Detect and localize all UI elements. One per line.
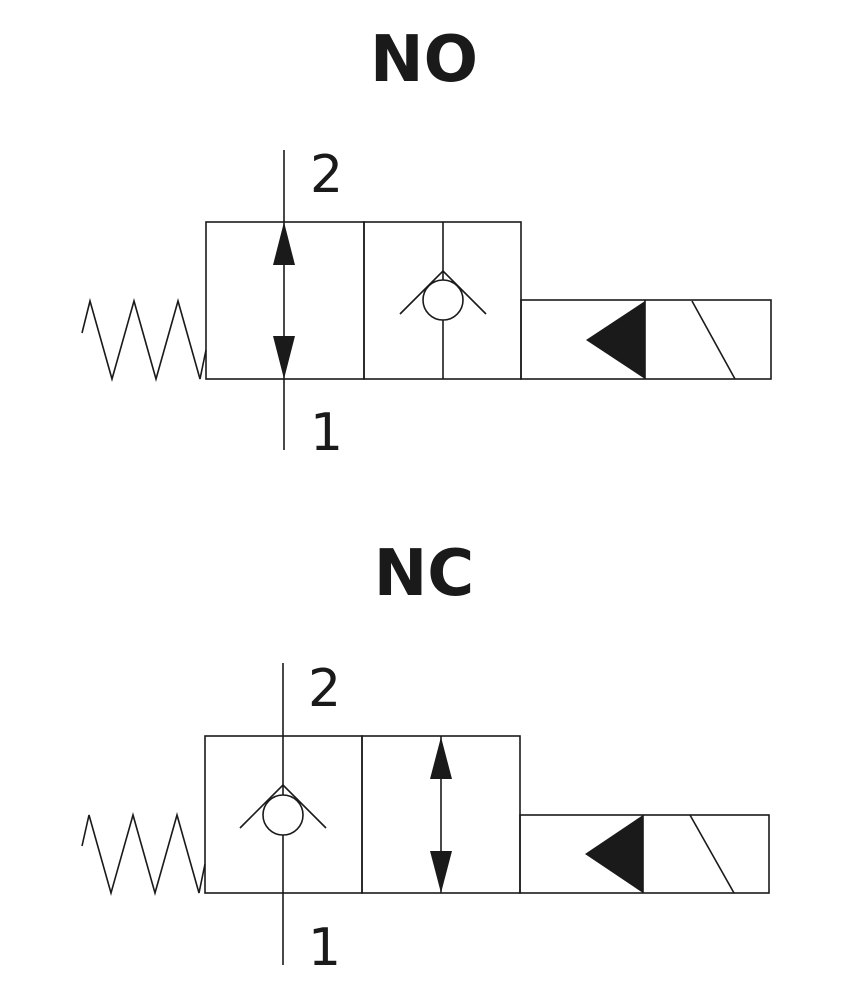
no-title: NO [370,23,478,97]
bidirectional-arrow-icon [430,736,452,893]
nc-title: NC [374,537,475,611]
bidirectional-arrow-icon [273,222,295,379]
solenoid-icon [520,299,772,380]
check-valve-icon [239,663,327,965]
check-valve-icon [399,222,487,379]
port-label-top: 2 [310,145,343,205]
spring-icon [81,297,207,382]
spring-icon [81,812,206,896]
nc-valve-diagram: NC 2 1 [81,537,770,978]
port-label-bottom: 1 [308,918,341,978]
port-label-bottom: 1 [310,403,343,463]
port-label-top: 2 [308,659,341,719]
no-valve-diagram: NO 2 1 [81,23,772,463]
solenoid-icon [519,814,770,894]
